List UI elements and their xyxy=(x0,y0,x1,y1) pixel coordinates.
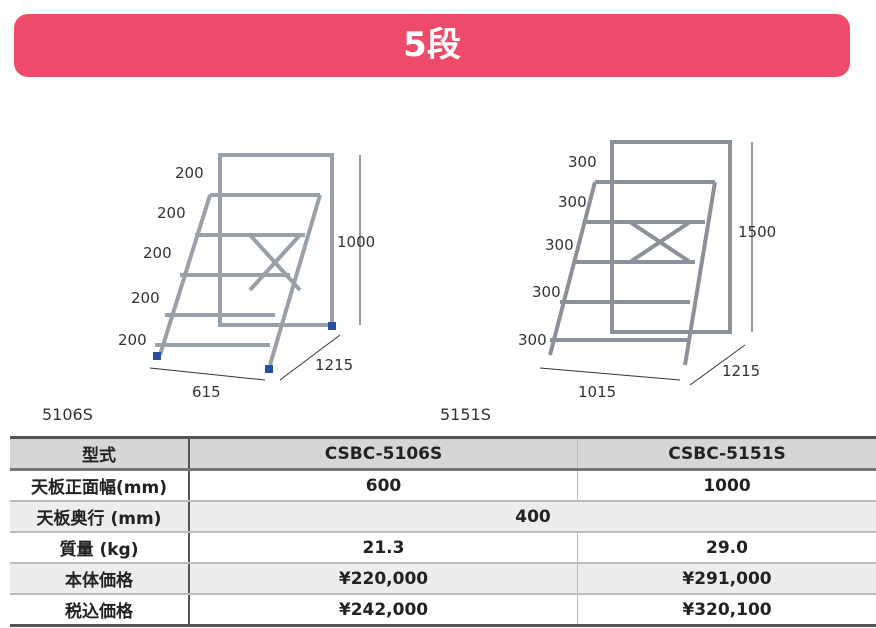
step-height-label: 300 xyxy=(518,331,547,349)
header-5106s: CSBC-5106S xyxy=(189,436,578,471)
header-model: 型式 xyxy=(10,436,190,471)
depth-label: 1215 xyxy=(315,356,353,374)
width-label: 615 xyxy=(192,383,221,400)
model-label-5151s: 5151S xyxy=(440,405,491,424)
cell: 600 xyxy=(189,469,578,502)
ladder-5151s-illustration: 300 300 300 300 300 1500 1215 1015 xyxy=(518,140,776,400)
header-5151s: CSBC-5151S xyxy=(577,436,876,471)
step-height-label: 300 xyxy=(558,193,587,211)
step-height-label: 200 xyxy=(175,164,204,182)
table-row: 質量 (kg) 21.3 29.0 xyxy=(10,532,876,564)
section-banner: 5段 xyxy=(14,14,850,77)
table-header-row: 型式 CSBC-5106S CSBC-5151S xyxy=(10,436,876,471)
cell: ¥320,100 xyxy=(577,594,876,627)
width-label: 1015 xyxy=(578,383,616,400)
row-label: 質量 (kg) xyxy=(10,532,190,564)
step-height-label: 300 xyxy=(532,283,561,301)
row-label: 本体価格 xyxy=(10,563,190,595)
row-label: 税込価格 xyxy=(10,594,190,627)
table-row: 天板正面幅(mm) 600 1000 xyxy=(10,469,876,502)
depth-label: 1215 xyxy=(722,362,760,380)
cell: ¥242,000 xyxy=(189,594,578,627)
ladder-5106s-illustration: 200 200 200 200 200 1000 1215 615 xyxy=(118,153,375,400)
step-height-label: 200 xyxy=(143,244,172,262)
step-height-label: 300 xyxy=(545,236,574,254)
height-label: 1000 xyxy=(337,233,375,251)
cell: 1000 xyxy=(577,469,876,502)
cell: ¥220,000 xyxy=(189,563,578,595)
cell: 400 xyxy=(189,501,876,533)
table-row: 天板奥行 (mm) 400 xyxy=(10,501,876,533)
spec-table: 型式 CSBC-5106S CSBC-5151S 天板正面幅(mm) 600 1… xyxy=(10,436,876,627)
table-row: 本体価格 ¥220,000 ¥291,000 xyxy=(10,563,876,595)
row-label: 天板正面幅(mm) xyxy=(10,469,190,502)
cell: ¥291,000 xyxy=(577,563,876,595)
cell: 21.3 xyxy=(189,532,578,564)
step-height-label: 200 xyxy=(157,204,186,222)
cell: 29.0 xyxy=(577,532,876,564)
model-label-5106s: 5106S xyxy=(42,405,93,424)
row-label: 天板奥行 (mm) xyxy=(10,501,190,533)
step-height-label: 200 xyxy=(131,289,160,307)
step-height-label: 300 xyxy=(568,153,597,171)
height-label: 1500 xyxy=(738,223,776,241)
step-height-label: 200 xyxy=(118,331,147,349)
table-row: 税込価格 ¥242,000 ¥320,100 xyxy=(10,594,876,627)
